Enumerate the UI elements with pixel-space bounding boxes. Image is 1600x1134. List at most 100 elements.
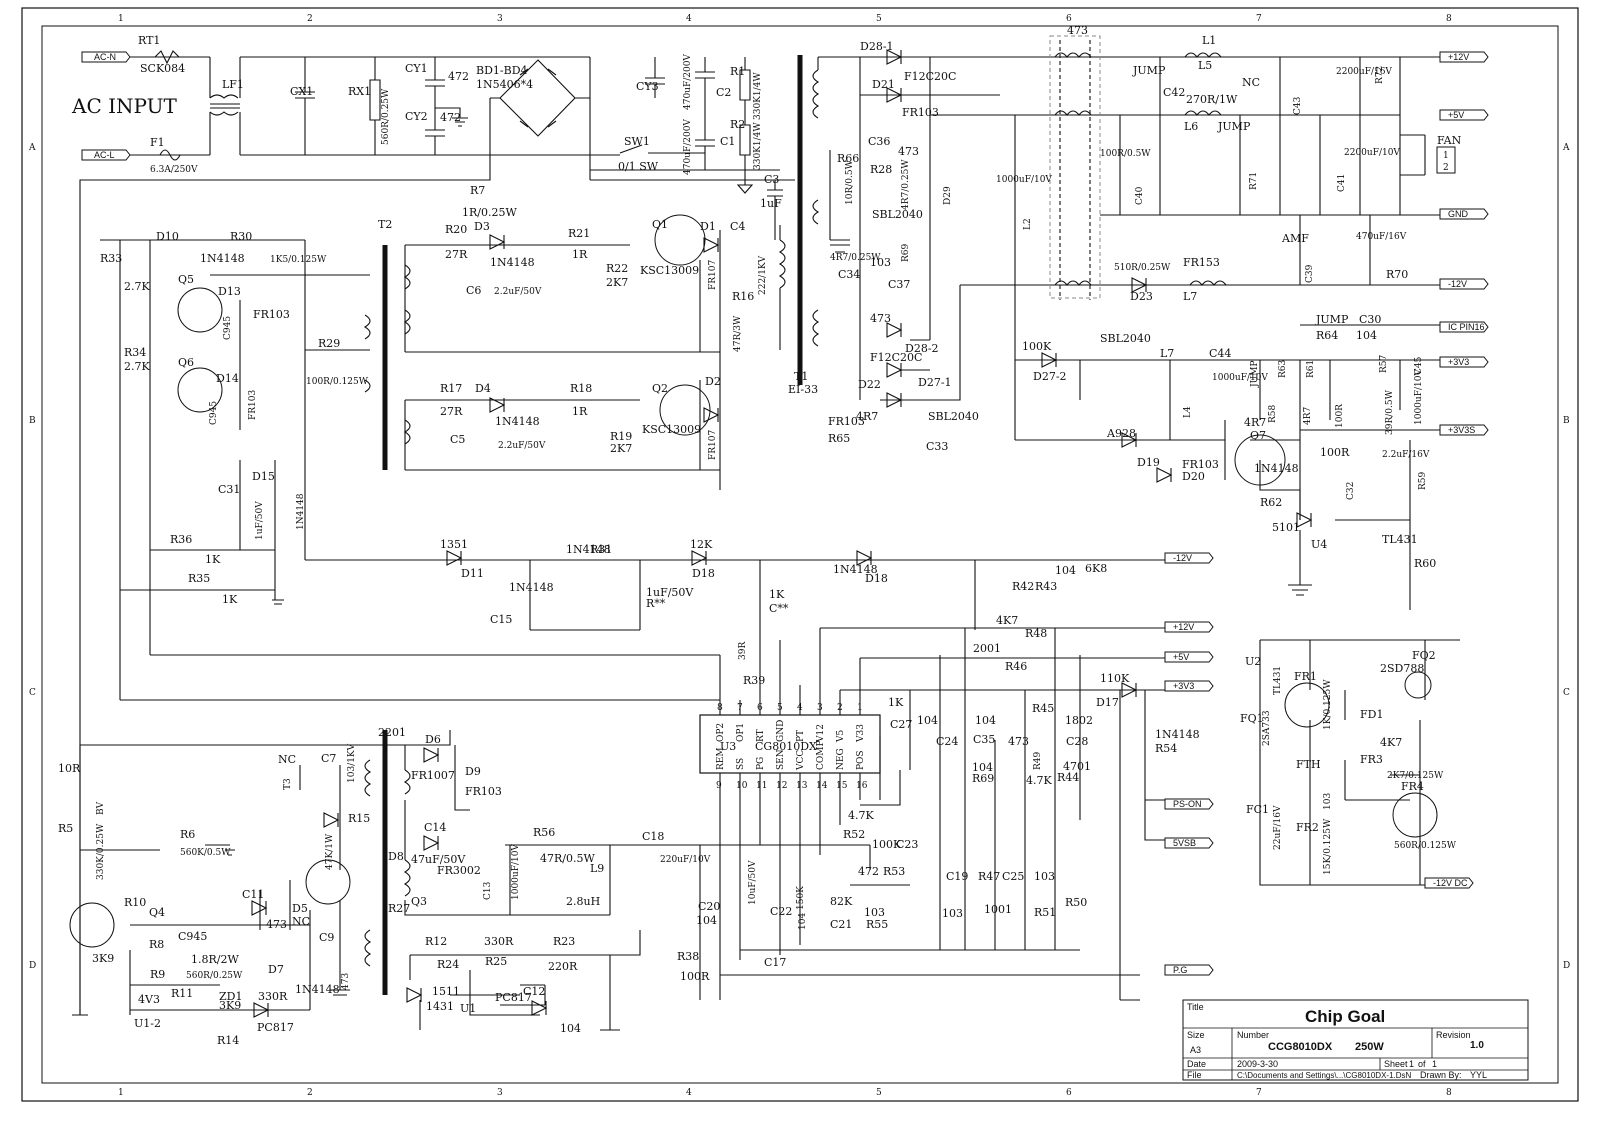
- component-label: 3K9: [219, 999, 241, 1012]
- component-label: R18: [570, 382, 592, 395]
- component-label: C44: [1209, 347, 1231, 360]
- component-label: 2SD788: [1380, 662, 1424, 675]
- grid-col-bottom-3: 3: [497, 1088, 503, 1098]
- component-label: C36: [868, 135, 890, 148]
- component-label: SW1: [624, 135, 650, 148]
- component-label: U1: [460, 1002, 476, 1015]
- component-label: 1001: [984, 903, 1012, 916]
- component-label: 470uF/200V: [683, 119, 693, 175]
- component-label: 1431: [426, 1000, 454, 1013]
- component-label: R48: [1025, 627, 1047, 640]
- component-label: C5: [450, 433, 465, 446]
- component-label: CY2: [405, 110, 428, 123]
- component-label: FR3002: [437, 864, 481, 877]
- inner-frame: [41, 25, 1559, 1084]
- grid-row-right-0: A: [1562, 143, 1570, 153]
- component-label: D20: [1182, 470, 1205, 483]
- component-label: 4.7K: [848, 809, 874, 822]
- component-label: FR103: [828, 415, 865, 428]
- component-label: CY3: [636, 80, 659, 93]
- diode-symbol: [1121, 682, 1138, 698]
- component-label: 330K1/4W: [753, 122, 763, 170]
- u3-pin-10-name: SS: [736, 758, 746, 770]
- u3-pin-1-name: V33: [856, 724, 866, 743]
- component-label: R43: [1035, 580, 1057, 593]
- u3-pin-5-num: 5: [777, 703, 783, 713]
- sheet-label: Sheet: [1384, 1059, 1408, 1069]
- component-label: 1uF/50V: [255, 501, 265, 540]
- diode-symbol: [1156, 467, 1173, 483]
- component-label: 27R: [440, 405, 463, 418]
- component-label: CY1: [405, 62, 428, 75]
- component-label: R61: [1306, 360, 1316, 378]
- component-label: 1N4148: [296, 493, 306, 530]
- component-label: 104: [972, 761, 993, 774]
- component-label: 1uF: [760, 197, 782, 210]
- component-label: 1000uF/10V: [1212, 373, 1268, 383]
- component-label: JUMP: [1315, 313, 1349, 326]
- component-label: JUMP: [1132, 64, 1166, 77]
- component-label: R60: [1414, 557, 1436, 570]
- size-value: A3: [1190, 1045, 1201, 1055]
- component-label: 2K7/0.125W: [1387, 771, 1444, 781]
- component-label: R66: [837, 152, 859, 165]
- component-label: C1: [720, 135, 735, 148]
- component-label: 4.7K: [1026, 774, 1052, 787]
- port-p5-label: +5V: [1448, 110, 1464, 120]
- port-p33-shape: [1439, 356, 1489, 368]
- diode-symbol: [856, 550, 873, 566]
- component-label: NC: [1242, 76, 1260, 89]
- diode-symbol: [489, 397, 506, 413]
- component-label: FQ2: [1412, 649, 1436, 662]
- component-label: R21: [568, 227, 590, 240]
- u3-pin-15-num: 15: [836, 781, 848, 791]
- component-label: 104: [917, 714, 938, 727]
- sheet-value: 1: [1409, 1059, 1414, 1069]
- component-label: AMF: [1281, 232, 1309, 245]
- component-label: L1: [1202, 34, 1216, 47]
- port-p5-shape: [1439, 109, 1489, 121]
- component-label: RX1: [348, 85, 371, 98]
- port-icpin-shape: [1439, 321, 1489, 333]
- component-label: C45: [1414, 356, 1424, 375]
- component-label: 1K/0.125W: [1323, 679, 1333, 730]
- port-m12b-shape: [1164, 552, 1214, 564]
- component-label: 100R: [1320, 446, 1350, 459]
- component-label: 1000uF/10V: [996, 175, 1052, 185]
- u3-pin-15-name: NEG: [836, 748, 846, 770]
- component-label: R53: [883, 865, 905, 878]
- port-m12-label: -12V: [1448, 279, 1467, 289]
- component-label: 2K7: [606, 276, 628, 289]
- component-label: R38: [677, 950, 699, 963]
- component-label: 473: [266, 918, 287, 931]
- component-label: L7: [1183, 290, 1197, 303]
- component-label: 560R/0.25W: [186, 971, 243, 981]
- u3-pin-7-name: OP1: [736, 723, 746, 742]
- component-label: R49: [1033, 751, 1043, 770]
- outer-frame: [21, 7, 1579, 1102]
- component-label: 560R/0.125W: [1394, 841, 1457, 851]
- component-label: BV: [96, 801, 106, 815]
- component-label: FR103: [253, 308, 290, 321]
- grid-col-bottom-5: 5: [876, 1088, 882, 1098]
- component-label: R12: [425, 935, 447, 948]
- u3-pin-13-num: 13: [796, 781, 808, 791]
- diode-symbol: [886, 362, 903, 378]
- grid-row-left-3: D: [29, 961, 36, 971]
- component-label: C35: [973, 733, 995, 746]
- u3-pin-14-name: COMP: [816, 740, 826, 770]
- component-label: 2001: [973, 642, 1001, 655]
- grid-col-bottom-1: 1: [118, 1088, 124, 1098]
- component-label: D27-1: [918, 376, 952, 389]
- u3-pin-7-num: 7: [737, 703, 743, 713]
- u3-pin-4-name: PT: [796, 730, 806, 742]
- u3-ref: U3: [720, 740, 736, 753]
- component-label: D15: [252, 470, 275, 483]
- component-label: D1: [700, 220, 716, 233]
- grid-row-right-3: D: [1563, 961, 1570, 971]
- component-label: 27R: [445, 248, 468, 261]
- u3-pin-11-name: PG: [756, 757, 766, 770]
- component-label: R5: [58, 822, 73, 835]
- component-label: C3: [764, 173, 779, 186]
